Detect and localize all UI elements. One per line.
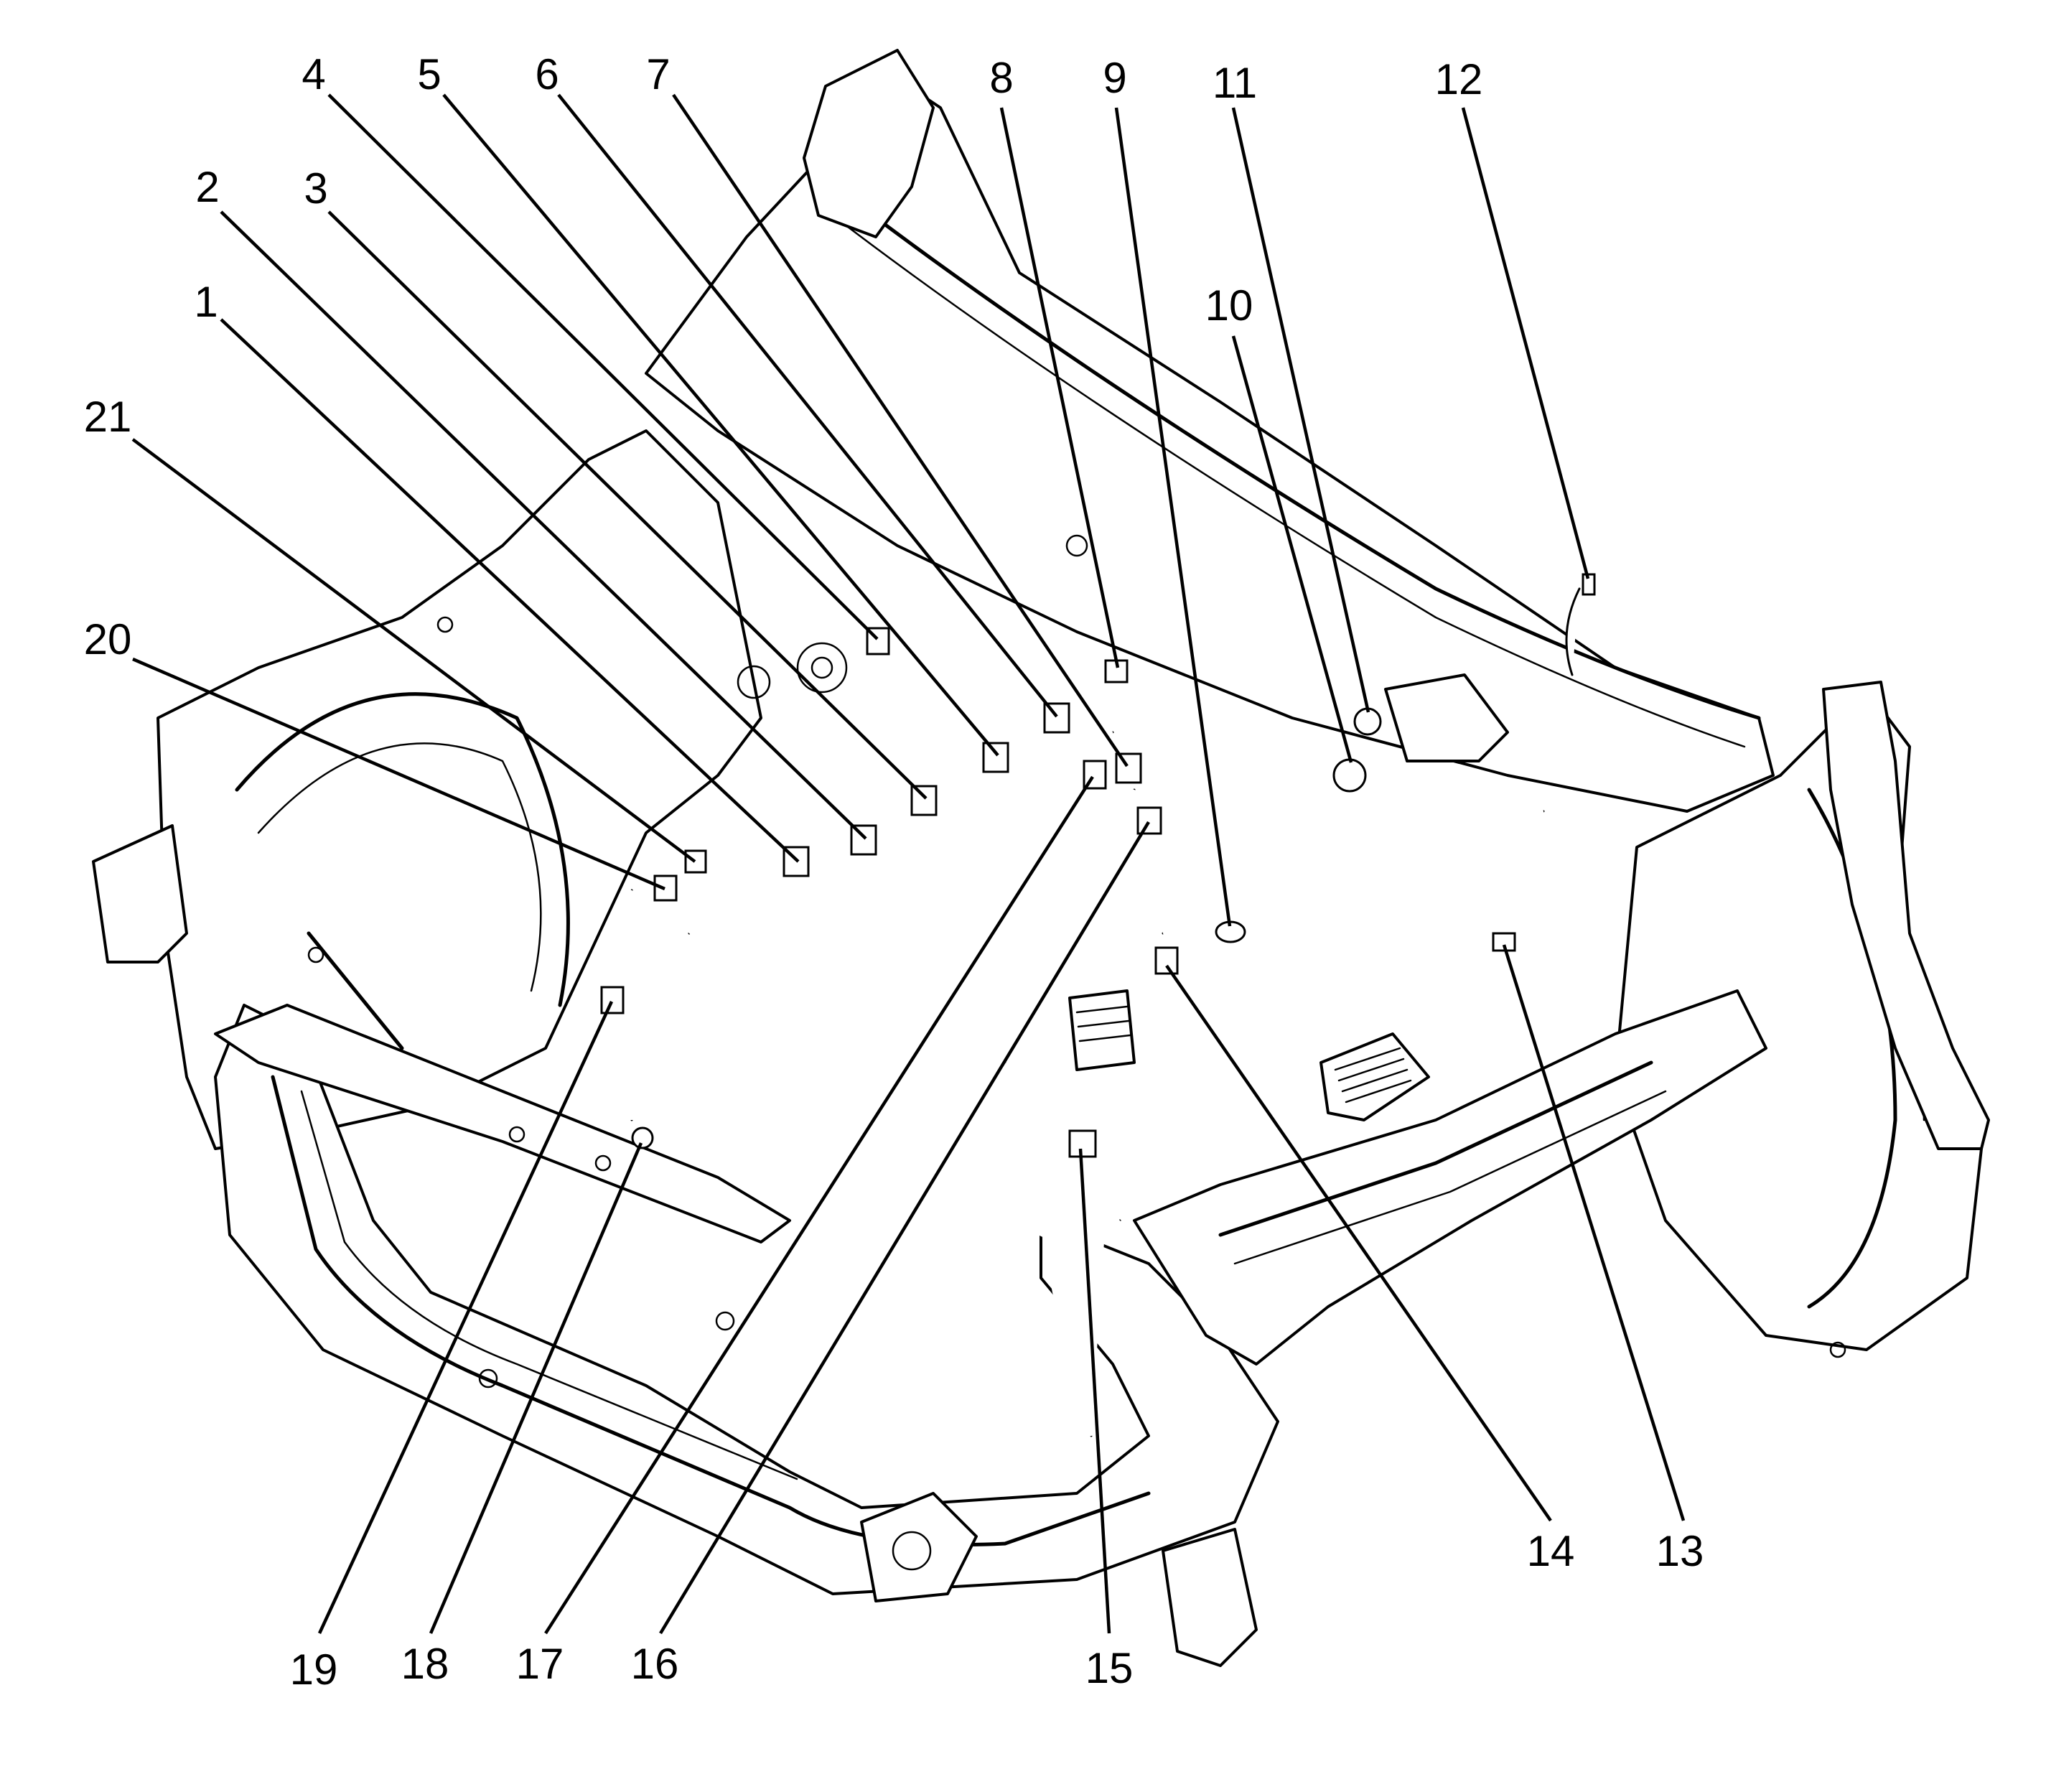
callout-18: 18 — [401, 1640, 449, 1688]
sensor-12 — [1582, 573, 1596, 596]
connector-15 — [1068, 1129, 1097, 1158]
callout-14: 14 — [1527, 1527, 1575, 1575]
leader-7 — [672, 93, 1129, 767]
callout-19: 19 — [290, 1646, 338, 1694]
leader-11 — [1231, 107, 1370, 713]
right-hinge-pillar — [1822, 681, 1990, 1150]
hood-latch-support — [860, 1492, 978, 1602]
callout-13: 13 — [1656, 1527, 1704, 1575]
fasteners — [307, 534, 1846, 1389]
fuse-block — [1319, 1032, 1430, 1121]
washer-reservoir — [1384, 673, 1509, 762]
cowl-panel — [645, 78, 1775, 813]
vehicle-body-line-art — [92, 49, 1990, 1667]
leader-15 — [1078, 1148, 1111, 1634]
callout-11: 11 — [1213, 59, 1257, 107]
leader-4 — [327, 93, 879, 640]
connector-5 — [1043, 702, 1070, 734]
leader-19 — [317, 1001, 614, 1634]
callout-12: 12 — [1435, 55, 1483, 103]
callout-4: 4 — [302, 50, 325, 98]
control-module — [1068, 989, 1136, 1071]
callout-numbers: 1 2 3 4 5 6 7 8 9 10 11 12 13 14 15 16 1… — [84, 50, 1704, 1694]
clip-13 — [1492, 932, 1516, 952]
wiring-harness — [600, 573, 1596, 1437]
right-bumper-bracket — [1162, 1528, 1258, 1667]
callout-5: 5 — [417, 50, 441, 98]
leader-2 — [220, 210, 867, 840]
callout-15: 15 — [1085, 1644, 1134, 1692]
leader-21 — [131, 438, 696, 863]
connector-11 — [1353, 707, 1382, 736]
callout-17: 17 — [516, 1640, 564, 1688]
left-hinge-pillar — [803, 49, 935, 238]
leader-5 — [442, 93, 999, 757]
left-bumper-bracket — [92, 824, 188, 963]
left-fender-apron — [157, 429, 762, 1150]
callout-1: 1 — [194, 278, 218, 326]
callout-2: 2 — [195, 163, 219, 211]
callout-9: 9 — [1103, 54, 1126, 102]
callout-21: 21 — [84, 393, 132, 441]
leader-14 — [1165, 964, 1552, 1522]
callout-8: 8 — [989, 54, 1013, 102]
leader-lines — [131, 93, 1686, 1635]
connector-7 — [1115, 752, 1142, 784]
connector-14 — [1154, 946, 1179, 975]
leader-3 — [327, 210, 928, 800]
leader-1 — [220, 318, 800, 863]
upper-tie-bar — [214, 1004, 791, 1243]
callout-16: 16 — [631, 1640, 679, 1688]
leader-18 — [429, 1142, 643, 1634]
leader-17 — [544, 775, 1094, 1635]
leader-20 — [132, 657, 665, 891]
connector-4 — [982, 742, 1009, 773]
leader-16 — [659, 821, 1150, 1635]
connector-3 — [910, 785, 938, 816]
leader-10 — [1231, 335, 1353, 763]
connector-19 — [600, 986, 625, 1014]
leader-6 — [557, 93, 1058, 718]
callout-6: 6 — [535, 50, 559, 98]
connector-10 — [1332, 758, 1367, 793]
leader-12 — [1461, 107, 1590, 579]
callout-10: 10 — [1205, 281, 1253, 330]
callout-7: 7 — [646, 50, 670, 98]
leader-13 — [1502, 944, 1686, 1521]
connector-21 — [684, 849, 707, 874]
leader-9 — [1114, 107, 1232, 927]
callout-3: 3 — [304, 164, 327, 213]
connector-16 — [1136, 806, 1162, 835]
leader-8 — [999, 107, 1120, 668]
connector-20 — [653, 874, 678, 902]
sensor-18 — [631, 1126, 654, 1149]
callout-20: 20 — [84, 615, 132, 663]
